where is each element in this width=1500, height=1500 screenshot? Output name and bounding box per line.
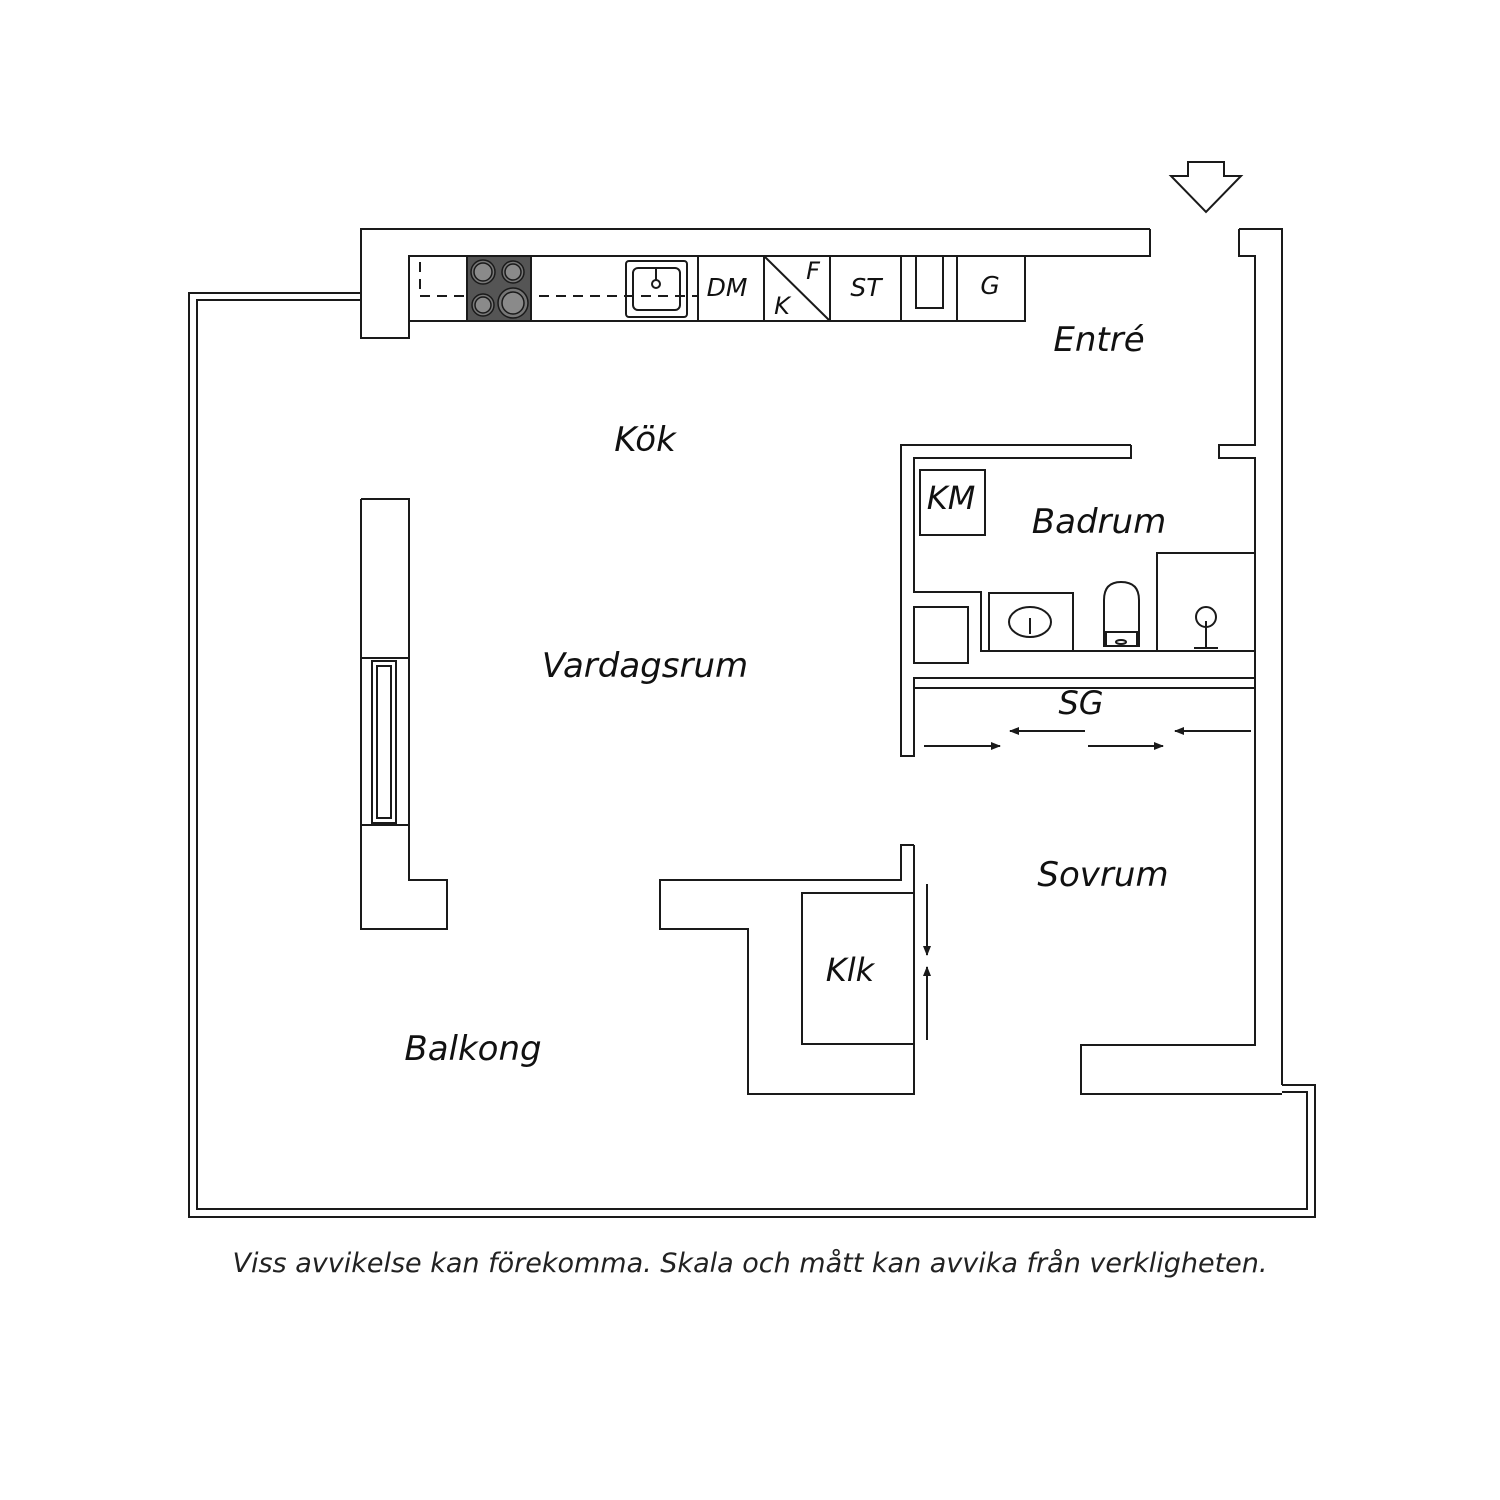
label-g: G	[980, 271, 999, 300]
room-balkong: Balkong	[404, 1029, 541, 1069]
label-st: ST	[850, 273, 883, 302]
entrance-arrow-icon	[1168, 161, 1244, 214]
label-km: KM	[927, 479, 976, 517]
sink-icon	[625, 260, 688, 318]
room-kok: Kök	[614, 420, 677, 460]
label-fridge: K	[774, 292, 792, 320]
bath-cabinet	[913, 606, 969, 664]
disclaimer: Viss avvikelse kan förekomma. Skala och …	[232, 1248, 1268, 1279]
toilet-icon	[1103, 580, 1140, 647]
exterior-walls	[360, 228, 1283, 1095]
label-freezer: F	[806, 257, 821, 285]
upper-cabinets-line	[419, 262, 698, 297]
room-badrum: Badrum	[1032, 502, 1166, 542]
balcony-railing	[188, 292, 1316, 1218]
label-dm: DM	[707, 273, 748, 302]
kitchen-counter	[408, 255, 1026, 322]
sliding-door-arrow-icon	[923, 727, 1251, 1040]
washbasin-icon	[988, 592, 1074, 652]
room-sg: SG	[1058, 684, 1103, 722]
room-klk: Klk	[826, 951, 876, 989]
stove-icon	[466, 255, 532, 322]
fridge-freezer-divider	[763, 255, 831, 322]
room-vardagsrum: Vardagsrum	[542, 646, 748, 686]
shower-icon	[1156, 552, 1256, 652]
closet-klk	[801, 892, 915, 1045]
fireplace-icon	[371, 660, 397, 824]
bedroom-closet-walls	[659, 844, 915, 1095]
room-sovrum: Sovrum	[1037, 855, 1168, 895]
room-entre: Entré	[1053, 320, 1144, 360]
washing-machine-box	[919, 469, 986, 536]
bathroom-walls	[900, 444, 1255, 757]
living-room-partition	[360, 498, 448, 930]
tall-cabinet	[915, 255, 944, 309]
